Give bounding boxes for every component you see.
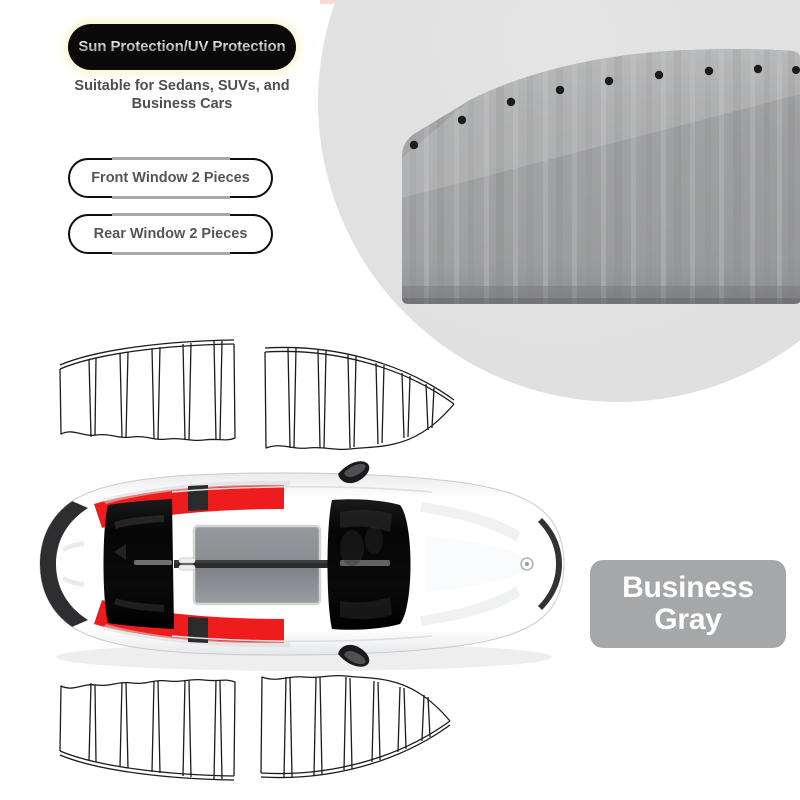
sun-protection-badge: Sun Protection/UV Protection [68,24,296,70]
front-window-pieces-label: Front Window 2 Pieces [91,169,250,186]
color-variant-badge: Business Gray [590,560,786,648]
grommet-group [409,64,800,150]
rear-window-pieces-badge: Rear Window 2 Pieces [68,214,273,254]
color-variant-label: Business Gray [622,570,754,636]
side-mirror-bottom [338,644,370,667]
side-mirror-top [338,461,370,484]
rear-window-curtain-outline-bottom-right [258,672,458,792]
front-window-pieces-badge: Front Window 2 Pieces [68,158,273,198]
front-window-curtain-outline-bottom-left [58,672,243,787]
car-top-view-illustration [22,452,582,677]
rear-window-pieces-label: Rear Window 2 Pieces [93,225,248,242]
front-window-curtain-outline-top-left [58,338,243,453]
compatibility-subtitle: Suitable for Sedans, SUVs, and Business … [74,78,290,113]
product-photo-curtain [400,48,800,306]
sun-protection-badge-label: Sun Protection/UV Protection [70,38,293,56]
rear-window-curtain-outline-top-right [262,338,462,458]
